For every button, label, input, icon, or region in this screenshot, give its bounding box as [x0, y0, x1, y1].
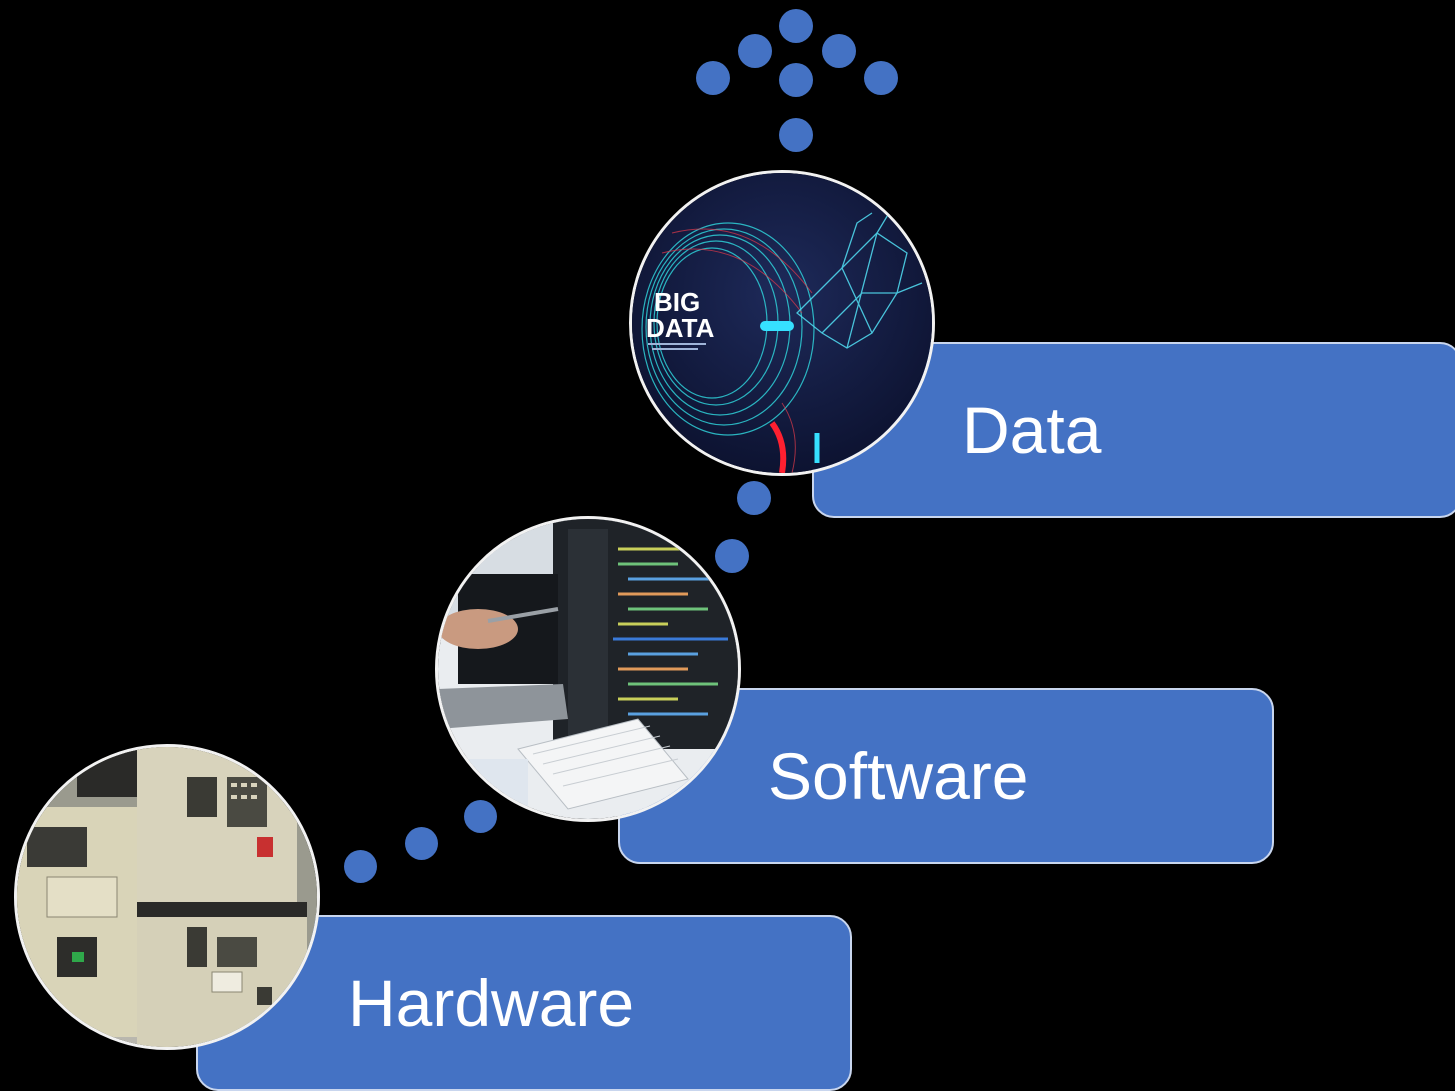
data-stage-label: Data	[962, 393, 1102, 467]
software-photo	[435, 516, 741, 822]
svg-text:DATA: DATA	[646, 313, 715, 343]
arrow-dot	[779, 63, 813, 97]
arrow-dot	[738, 34, 772, 68]
hardware-stage-label: Hardware	[348, 966, 635, 1040]
connector-dot	[715, 539, 749, 573]
connector-dot	[405, 827, 438, 860]
arrow-dot	[779, 118, 813, 152]
svg-text:BIG: BIG	[654, 287, 700, 317]
connector-dot	[737, 481, 771, 515]
arrow-dot	[864, 61, 898, 95]
hardware-photo	[14, 744, 320, 1050]
connector-dot	[344, 850, 377, 883]
arrow-dot	[779, 9, 813, 43]
big-data-logo: BIG DATA	[646, 287, 715, 350]
connector-dot	[464, 800, 497, 833]
arrow-dot	[822, 34, 856, 68]
big-data-photo: BIG DATA	[629, 170, 935, 476]
arrow-dot	[696, 61, 730, 95]
software-stage-label: Software	[768, 739, 1029, 813]
